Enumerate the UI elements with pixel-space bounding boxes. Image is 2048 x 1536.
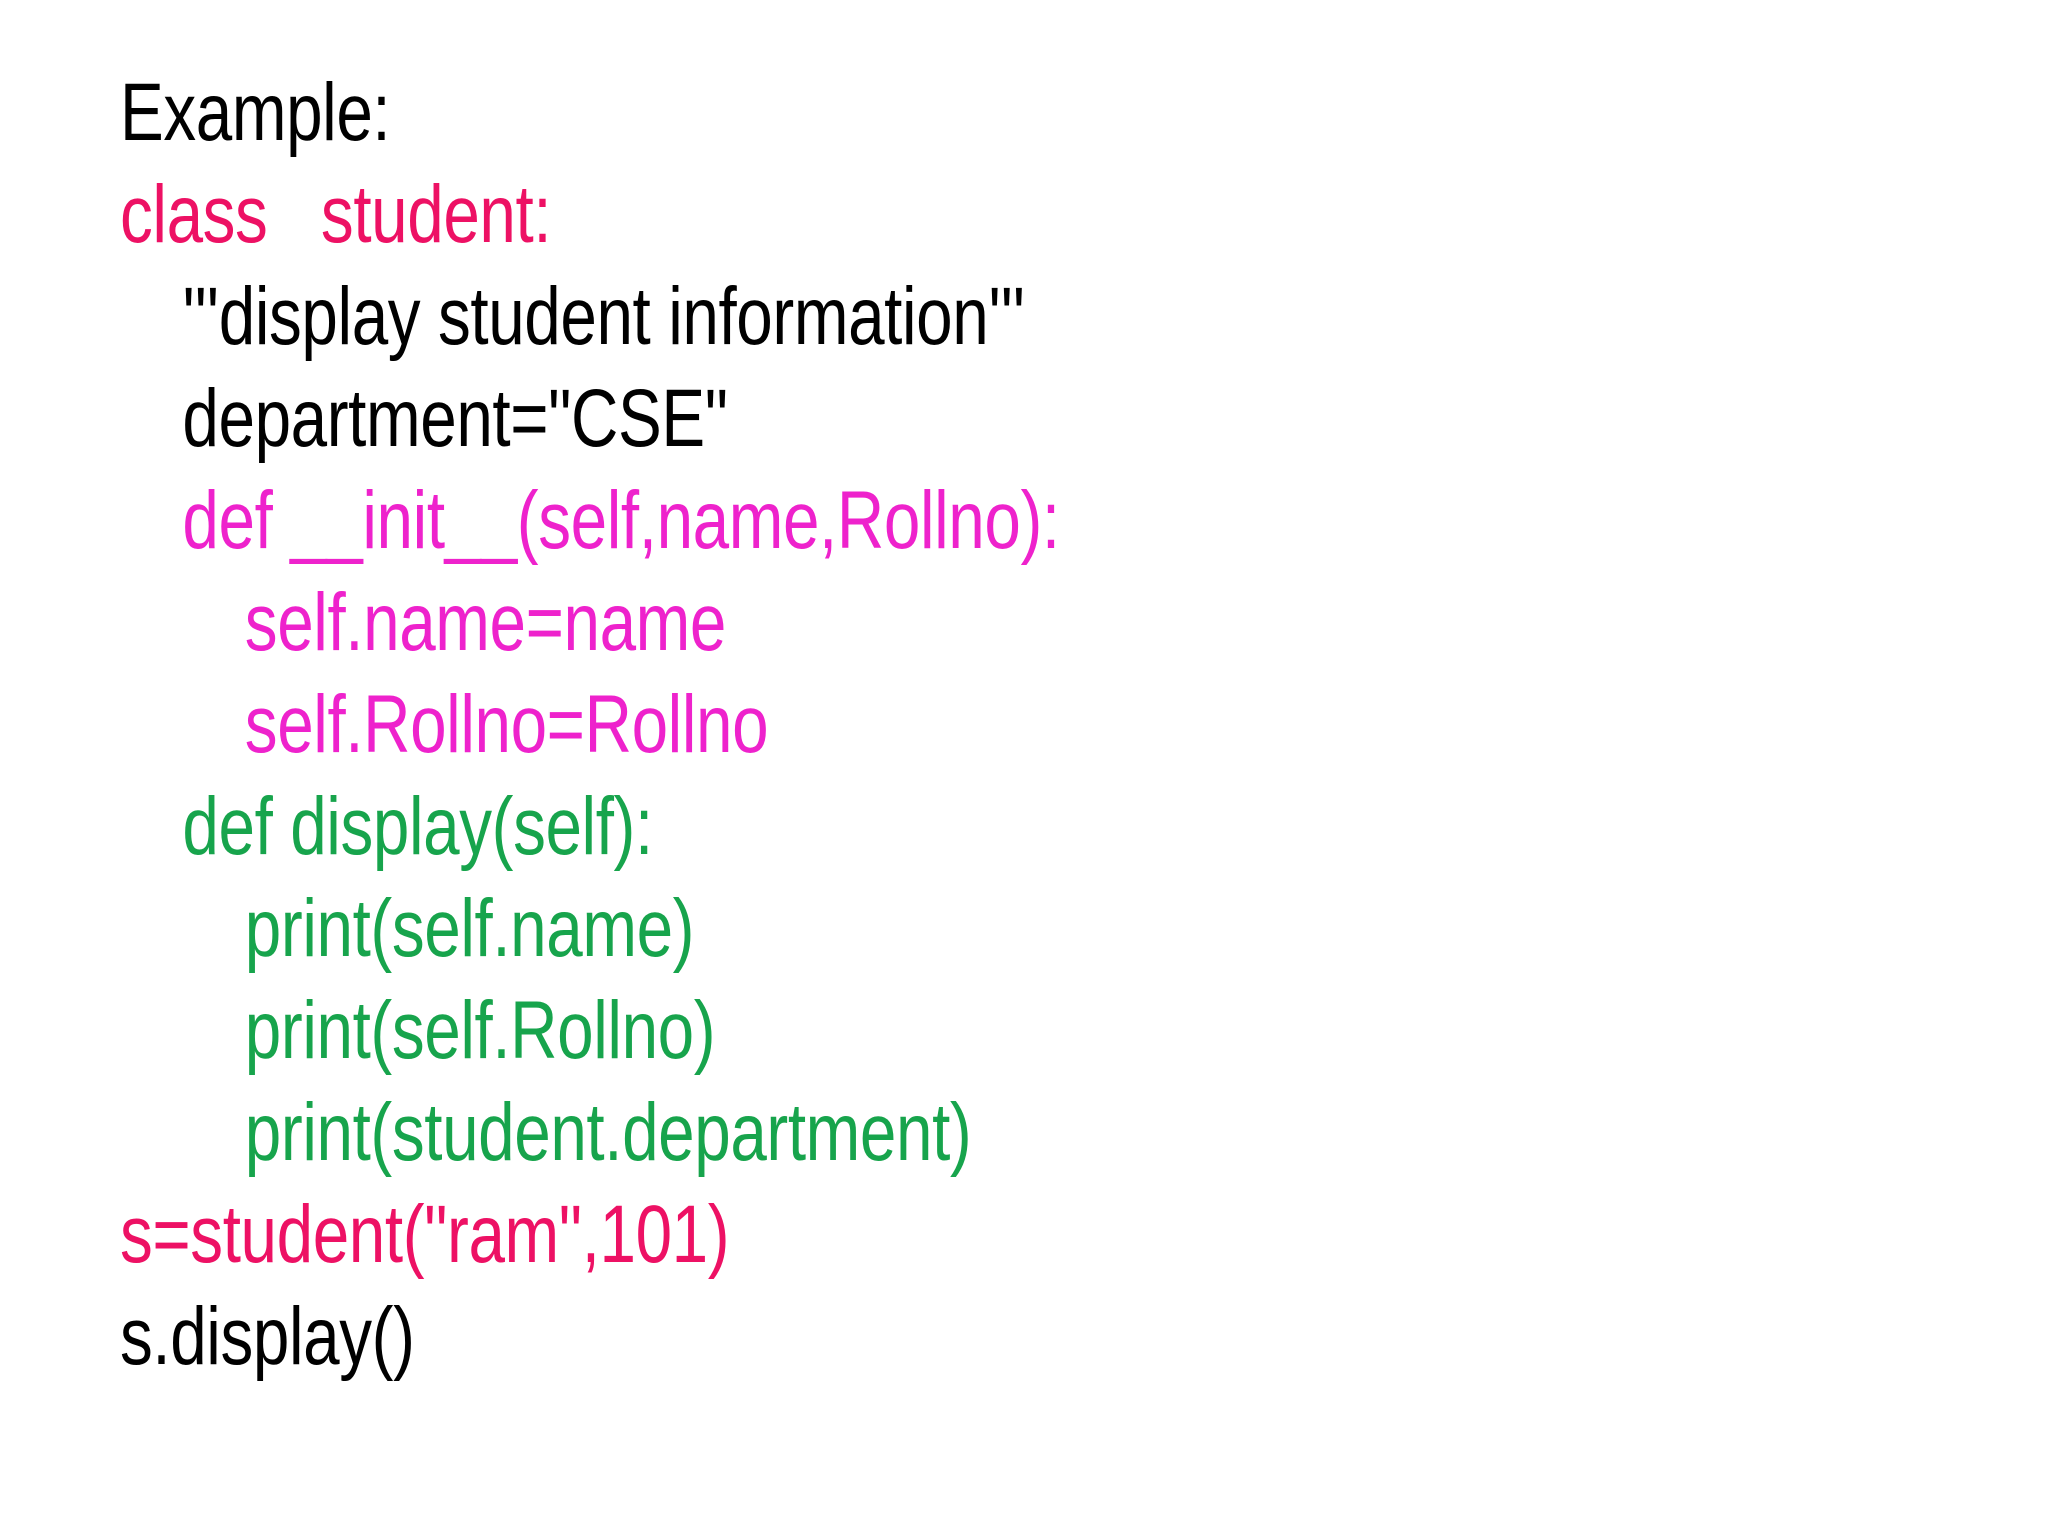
code-line: s.display(): [120, 1291, 415, 1382]
code-line: '''display student information''': [182, 271, 1025, 362]
code-line: Example:: [120, 67, 391, 158]
code-line: self.name=name: [244, 577, 727, 668]
code-line: class student:: [120, 169, 552, 260]
code-line: print(student.department): [244, 1087, 972, 1178]
code-line: def __init__(self,name,Rollno):: [182, 475, 1060, 566]
code-listing: Example: class student: '''display student…: [120, 62, 1920, 1388]
code-line: print(self.Rollno): [244, 985, 716, 1076]
code-line: s=student("ram",101): [120, 1189, 730, 1280]
code-line: print(self.name): [244, 883, 695, 974]
code-line: def display(self):: [182, 781, 653, 872]
code-line: self.Rollno=Rollno: [244, 679, 769, 770]
code-line: department="CSE": [182, 373, 728, 464]
